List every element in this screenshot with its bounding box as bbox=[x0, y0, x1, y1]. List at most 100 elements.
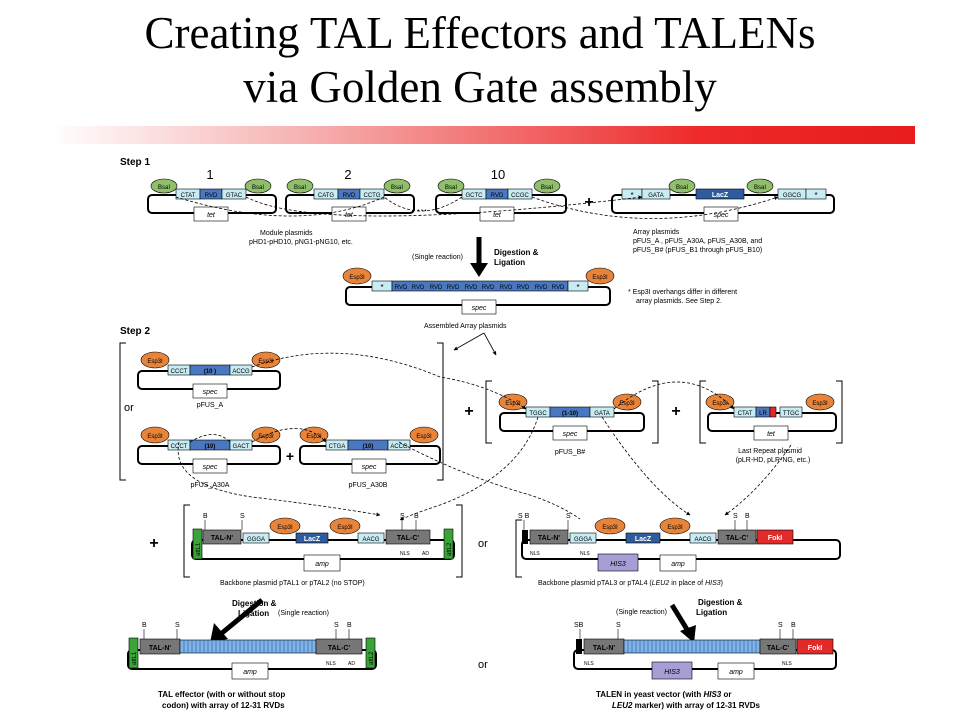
spec-label: spec bbox=[203, 464, 218, 471]
pfus-a30b-left: CTGA bbox=[329, 444, 346, 450]
esp3i-marker bbox=[342, 267, 372, 285]
array-caption-1: Array plasmids bbox=[633, 229, 680, 236]
esp3i-marker bbox=[329, 517, 361, 535]
module-caption-2: pHD1-pHD10, pNG1-pNG10, etc. bbox=[249, 239, 353, 246]
b-site: B bbox=[142, 622, 147, 629]
rvd-array-unit: RVD bbox=[552, 285, 565, 291]
final-digestion-arrow-left: Digestion & Ligation (Single reaction) bbox=[210, 598, 329, 643]
esp3i-marker bbox=[409, 426, 439, 444]
pfus-b-bracket bbox=[485, 380, 659, 444]
esp3i-label: Esp3I bbox=[812, 401, 828, 407]
s-site: S bbox=[400, 513, 405, 520]
s-site: S bbox=[240, 513, 245, 520]
spec-label: spec bbox=[203, 389, 218, 396]
b-site: B bbox=[414, 513, 419, 520]
module-1-right: GTAC bbox=[226, 193, 243, 199]
final-digestion-arrow-right: Digestion & Ligation (Single reaction) bbox=[616, 598, 743, 643]
esp3i-marker bbox=[805, 393, 835, 411]
step1-digestion-arrow: (Single reaction) Digestion & Ligation bbox=[412, 237, 539, 277]
digestion-label: Digestion & bbox=[232, 599, 277, 608]
s-site: S bbox=[616, 622, 621, 629]
step2-label: Step 2 bbox=[120, 326, 150, 337]
module-plasmid-10: 10 GCTC RVD CCGC BsaI BsaI tet bbox=[435, 167, 567, 222]
esp3i-marker bbox=[594, 517, 626, 535]
module-10-right: CCGC bbox=[511, 193, 529, 199]
attl1-label: attL1 bbox=[132, 651, 138, 665]
rvd-array-unit: RVD bbox=[430, 285, 443, 291]
overhang-note-1: * Esp3I overhangs differ in different bbox=[628, 289, 737, 296]
attl2-label: attL2 bbox=[369, 651, 375, 665]
bsai-label: BsaI bbox=[294, 185, 306, 191]
tal-effector-caption-1: TAL effector (with or without stop bbox=[158, 690, 285, 699]
tal-n-label: TAL-N' bbox=[149, 645, 171, 652]
aacg-label: AACG bbox=[362, 537, 379, 543]
assembled-to-step2-arrows bbox=[453, 332, 497, 356]
backbone1-caption: Backbone plasmid pTAL1 or pTAL2 (no STOP… bbox=[220, 580, 365, 587]
backbone-bracket-1 bbox=[183, 504, 463, 578]
single-reaction-label: (Single reaction) bbox=[278, 610, 329, 617]
rvd-array-unit: RVD bbox=[482, 285, 495, 291]
esp3i-marker bbox=[140, 426, 170, 444]
tet-label: tet bbox=[207, 212, 216, 219]
esp3i-label: Esp3I bbox=[306, 434, 322, 440]
module-2-right: CCTG bbox=[364, 193, 381, 199]
bsai-marker bbox=[150, 178, 178, 194]
array-caption-3: pFUS_B# (pFUS_B1 through pFUS_B10) bbox=[633, 247, 762, 254]
his3-label: HIS3 bbox=[664, 669, 680, 676]
esp3i-label: Esp3I bbox=[602, 525, 618, 531]
esp3i-marker bbox=[299, 426, 329, 444]
last-repeat-mid: LR bbox=[759, 411, 767, 417]
bsai-marker bbox=[746, 178, 774, 194]
sb-site: SB bbox=[574, 622, 584, 629]
sb-site: S B bbox=[518, 513, 530, 520]
assembled-array-plasmid: * RVD RVD RVD RVD RVD RVD RVD RVD RVD RV… bbox=[342, 267, 615, 315]
spec-label: spec bbox=[472, 305, 487, 312]
pfus-b-mid: (1-10) bbox=[562, 411, 578, 417]
pfus-a30b-name: pFUS_A30B bbox=[349, 482, 388, 489]
pfus-a30a-plasmid: CCCT (10) GACT Esp3I Esp3I spec pFUS_A30… bbox=[137, 426, 281, 489]
star-marker: * bbox=[380, 283, 383, 292]
step2-plus: + bbox=[286, 448, 294, 464]
pfus-a30b-right: ACCG bbox=[390, 444, 408, 450]
esp3i-label: Esp3I bbox=[592, 275, 608, 281]
tal-c-label: TAL-C' bbox=[397, 535, 419, 542]
or-label: or bbox=[124, 402, 134, 414]
last-repeat-plasmid: CTAT LR TTGC Esp3I Esp3I tet Last Repeat… bbox=[705, 393, 837, 464]
esp3i-label: Esp3I bbox=[712, 401, 728, 407]
nls-label: NLS bbox=[584, 661, 594, 667]
rvd-array-unit: RVD bbox=[517, 285, 530, 291]
star-marker: * bbox=[630, 191, 633, 200]
pfus-a-left: CCCT bbox=[171, 369, 188, 375]
backbone-plasmid-1: attL1 attL2 TAL-N' GGGA LacZ AACG TAL-C'… bbox=[191, 513, 455, 587]
bsai-marker bbox=[437, 178, 465, 194]
module-number-1: 1 bbox=[206, 167, 213, 182]
esp3i-marker bbox=[498, 393, 528, 411]
esp3i-label: Esp3I bbox=[258, 434, 274, 440]
talen-caption-1: TALEN in yeast vector (with HIS3 or bbox=[596, 690, 731, 699]
bsai-label: BsaI bbox=[391, 185, 403, 191]
step1-label: Step 1 bbox=[120, 157, 150, 168]
last-repeat-sub: (pLR-HD, pLR-NG, etc.) bbox=[736, 457, 811, 464]
ligation-label: Ligation bbox=[494, 258, 525, 267]
b-site: B bbox=[203, 513, 208, 520]
title-line-2: via Golden Gate assembly bbox=[243, 62, 717, 112]
bsai-label: BsaI bbox=[541, 185, 553, 191]
spec-label: spec bbox=[563, 431, 578, 438]
star-marker: * bbox=[814, 191, 817, 200]
esp3i-label: Esp3I bbox=[505, 401, 521, 407]
tet-label: tet bbox=[493, 212, 502, 219]
digestion-label: Digestion & bbox=[494, 248, 539, 257]
bsai-marker bbox=[533, 178, 561, 194]
esp3i-marker bbox=[269, 517, 301, 535]
pfus-a-plasmid: CCCT (10 ) ACCG Esp3I Esp3I spec pFUS_A bbox=[137, 351, 281, 409]
module-10-rvd: RVD bbox=[491, 193, 504, 199]
last-repeat-right: TTGC bbox=[783, 411, 800, 417]
tal-n-label: TAL-N' bbox=[211, 535, 233, 542]
pfus-a30b-mid: (10) bbox=[363, 444, 374, 450]
module-1-left: CTAT bbox=[181, 193, 196, 199]
or-label: or bbox=[478, 659, 488, 671]
lacz-label: LacZ bbox=[635, 536, 652, 543]
step1-plus: + bbox=[584, 194, 593, 211]
nls-label: NLS bbox=[400, 551, 410, 557]
amp-label: amp bbox=[243, 669, 257, 676]
